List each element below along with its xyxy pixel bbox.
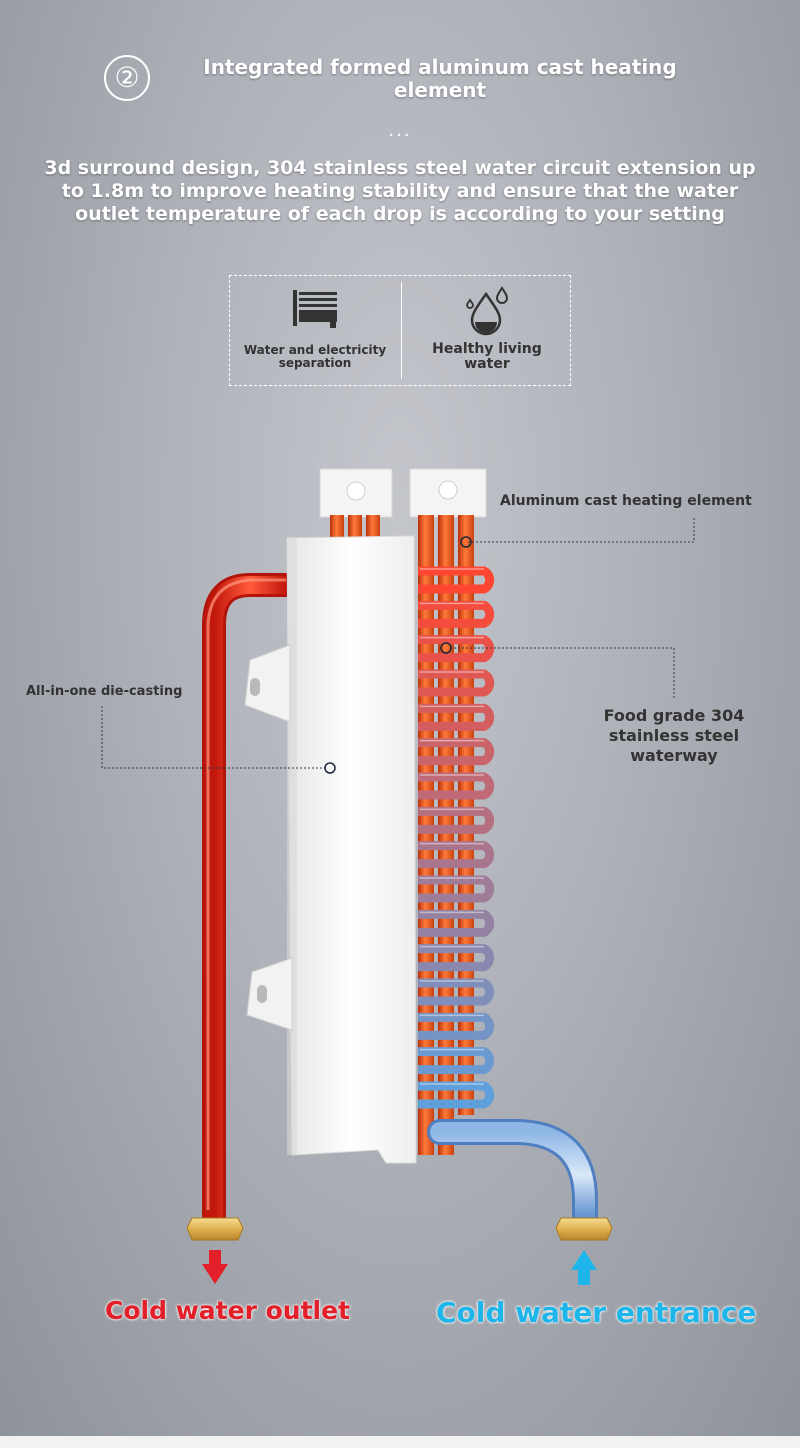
coil-loop — [418, 703, 495, 731]
copper-rod — [438, 515, 454, 1155]
callout-aluminum-element: Aluminum cast heating element — [500, 493, 752, 509]
coil-loop — [418, 669, 495, 697]
inlet-up-arrow — [571, 1250, 597, 1285]
coil-loop — [418, 1047, 495, 1075]
feature-label: Healthy living water — [432, 341, 542, 372]
coil-loop — [418, 600, 495, 628]
brass-fitting-inlet — [555, 1217, 613, 1241]
cold-water-outlet-label: Cold water outlet — [105, 1296, 350, 1325]
stainless-coil — [418, 566, 495, 1109]
coil-loop — [418, 841, 495, 869]
callout-die-casting: All-in-one die-casting — [26, 684, 183, 699]
outlet-down-arrow — [202, 1250, 228, 1284]
coil-loop — [418, 635, 495, 663]
headline: Integrated formed aluminum cast heating … — [203, 55, 677, 102]
coil-loop — [418, 772, 495, 800]
coil-loop — [418, 978, 495, 1006]
die-cast-body — [286, 535, 417, 1164]
ellipsis: ... — [388, 120, 412, 141]
copper-rod — [418, 515, 434, 1155]
coil-loop — [418, 944, 495, 972]
feature-label: Water and electricity separation — [243, 343, 387, 370]
coil-loop — [418, 566, 495, 594]
feature-healthy-water: Healthy living water — [402, 276, 572, 387]
callout-leader-die-casting — [101, 706, 326, 769]
bottom-strip — [0, 1436, 800, 1448]
feature-water-electric-separation: Water and electricity separation — [230, 276, 400, 387]
description: 3d surround design, 304 stainless steel … — [44, 157, 756, 225]
coil-loop — [418, 875, 495, 903]
step-number-badge: ② — [104, 55, 150, 101]
brass-fitting-outlet — [186, 1217, 244, 1241]
callout-leader-aluminum — [468, 518, 695, 543]
feature-box: Water and electricity separation Healthy… — [229, 275, 571, 386]
coil-loop — [418, 909, 495, 937]
mounting-tab — [244, 644, 291, 723]
coil-loop — [418, 1012, 495, 1040]
feature-divider — [401, 282, 402, 379]
callout-waterway: Food grade 304 stainless steel waterway — [603, 706, 745, 765]
coil-loop — [418, 806, 495, 834]
coil-loop — [418, 1081, 495, 1109]
cold-water-entrance-label: Cold water entrance — [436, 1296, 757, 1329]
mounting-tab — [246, 957, 293, 1031]
separation-icon — [293, 290, 337, 328]
water-drops-icon — [466, 286, 509, 336]
coil-loop — [418, 738, 495, 766]
callout-leader-waterway — [449, 647, 675, 698]
